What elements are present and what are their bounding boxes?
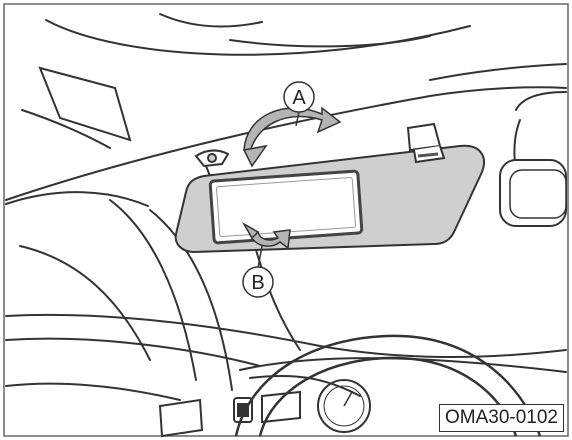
callout-a-label: A — [292, 87, 306, 109]
rear-view-mirror — [500, 160, 566, 226]
callout-b-label: B — [251, 272, 264, 294]
figure-code-label: OMA30-0102 — [439, 404, 564, 432]
